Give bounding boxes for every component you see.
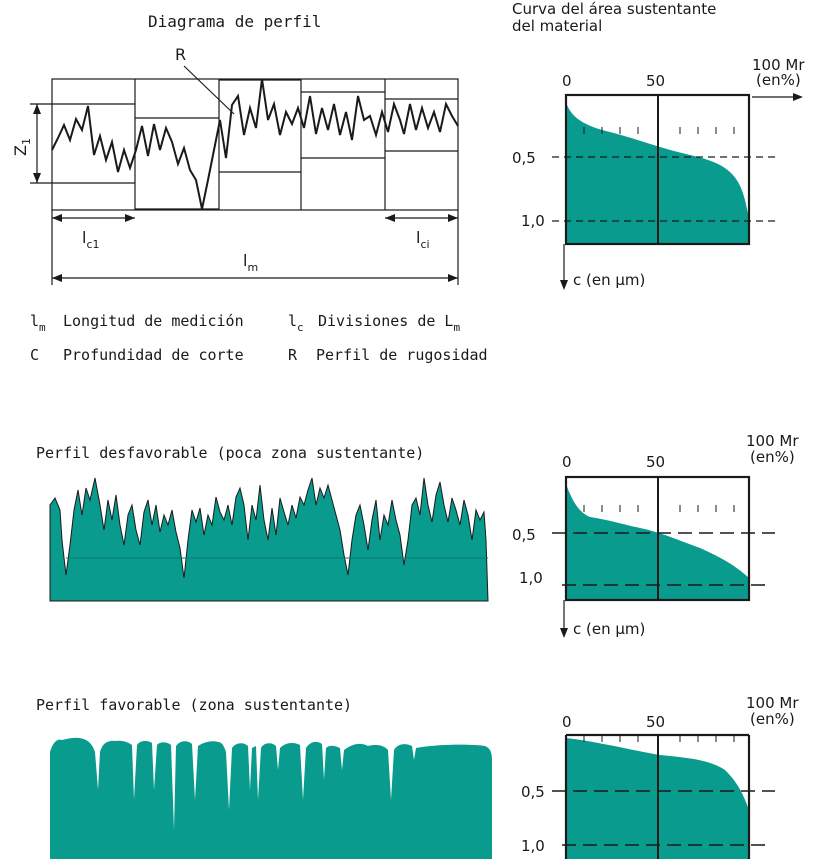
lm-label: lm [243, 251, 258, 274]
abbott-chart-mid: 0 50 100 Mr (en%) 0,5 1,0 c (en μm) [512, 432, 799, 638]
y-tick-10: 1,0 [519, 569, 543, 587]
x-unit: (en%) [750, 710, 795, 728]
r-label: R [175, 45, 186, 64]
tick-marks [583, 735, 735, 742]
y-axis-label: c (en μm) [573, 271, 645, 289]
arrow-down [33, 173, 41, 183]
x-tick-0: 0 [562, 713, 572, 731]
legend-c-symbol: C [30, 346, 39, 364]
z1-label: Z1 [11, 138, 33, 156]
y-tick-05: 0,5 [521, 783, 545, 801]
x-unit: (en%) [756, 71, 801, 89]
arrow-left [52, 274, 62, 282]
x-tick-100: 100 Mr [746, 432, 799, 450]
unfavorable-profile-shape [49, 477, 489, 602]
unfavorable-profile-title: Perfil desfavorable (poca zona sustentan… [36, 444, 424, 462]
arrow-down [560, 280, 568, 290]
arrow-right [448, 274, 458, 282]
tick-marks [583, 127, 735, 134]
abbott-chart-bottom: 0 50 100 Mr (en%) 0,5 1,0 [521, 694, 799, 859]
x-tick-0: 0 [562, 453, 572, 471]
svg-text:Z1: Z1 [11, 138, 33, 156]
lci-label: lci [416, 228, 430, 251]
y-tick-10: 1,0 [521, 837, 545, 855]
arrow-left [52, 214, 62, 222]
y-axis-label: c (en μm) [573, 620, 645, 638]
y-tick-10: 1,0 [521, 212, 545, 230]
legend-lm-symbol: lm [30, 312, 46, 334]
legend-lm-text: Longitud de medición [63, 312, 244, 330]
x-tick-0: 0 [562, 72, 572, 90]
section-limit-lines [52, 79, 458, 210]
x-tick-50: 50 [646, 713, 665, 731]
arrow-down [560, 628, 568, 638]
arrow-right [448, 214, 458, 222]
r-leader [183, 65, 235, 115]
arrow-right [793, 93, 803, 101]
arrow-up [33, 104, 41, 114]
profile-diagram-title: Diagrama de perfil [148, 12, 321, 31]
tick-marks [583, 505, 735, 512]
x-unit: (en%) [750, 448, 795, 466]
y-tick-05: 0,5 [512, 149, 536, 167]
lc1-label: lc1 [82, 228, 100, 251]
arrow-left [385, 214, 395, 222]
profile-frame [51, 78, 459, 211]
legend: lm Longitud de medición lc Divisiones de… [30, 312, 488, 364]
x-tick-100: 100 Mr [752, 56, 805, 74]
y-tick-05: 0,5 [512, 526, 536, 544]
favorable-profile-title: Perfil favorable (zona sustentante) [36, 696, 352, 714]
legend-r-text: Perfil de rugosidad [316, 346, 488, 364]
legend-lc-text: Divisiones de Lm [318, 312, 460, 334]
legend-c-text: Profundidad de corte [63, 346, 244, 364]
x-tick-50: 50 [646, 72, 665, 90]
abbott-chart-top: 0 50 100 Mr (en%) 0,5 1,0 c (en μm) [512, 56, 805, 290]
curve-heading-line1: Curva del área sustentante [512, 0, 716, 18]
arrow-right [125, 214, 135, 222]
favorable-profile-shape [50, 737, 492, 859]
legend-r-symbol: R [288, 346, 298, 364]
curve-heading-line2: del material [512, 17, 602, 35]
legend-lc-symbol: lc [288, 312, 304, 334]
x-tick-50: 50 [646, 453, 665, 471]
roughness-profile [51, 78, 459, 210]
x-tick-100: 100 Mr [746, 694, 799, 712]
